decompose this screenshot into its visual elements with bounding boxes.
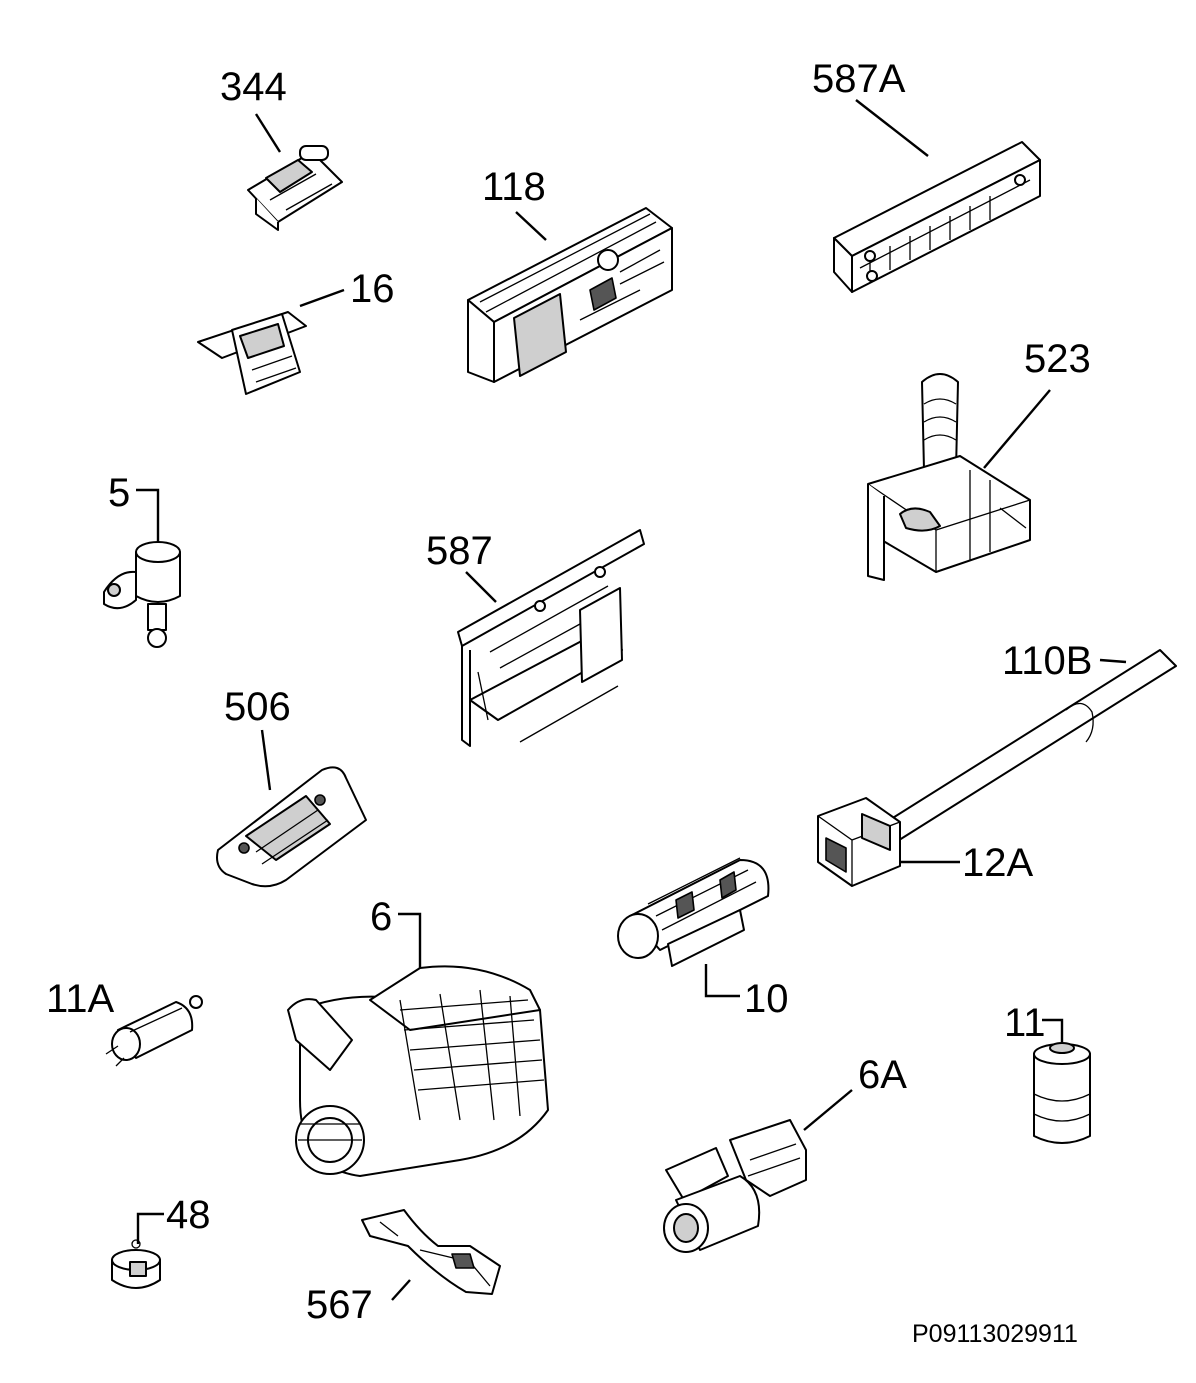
label-6A: 6A [858,1053,907,1097]
leader-587 [465,571,497,603]
part-10 [617,857,770,967]
label-118: 118 [482,165,546,209]
part-344 [247,145,343,231]
part-587 [457,529,645,747]
label-587: 587 [426,529,493,573]
part-5 [103,541,181,648]
part-6A [663,1119,807,1253]
leader-10 [704,964,740,998]
part-567 [361,1209,501,1295]
reference-code: P09113029911 [912,1320,1078,1348]
part-587A [833,141,1041,293]
part-118 [467,207,673,383]
label-587A: 587A [812,57,906,101]
label-11: 11 [1004,1001,1046,1045]
leader-344 [254,113,282,153]
part-12A [817,797,901,887]
label-48: 48 [166,1193,211,1237]
leader-523 [983,389,1051,469]
label-16: 16 [350,267,395,311]
label-523: 523 [1024,337,1091,381]
leader-11 [1042,1018,1064,1042]
leader-5 [136,488,160,542]
part-16 [197,311,307,395]
label-5: 5 [108,471,130,515]
label-567: 567 [306,1283,373,1327]
label-506: 506 [224,685,291,729]
leader-567 [391,1279,411,1301]
label-12A: 12A [962,841,1033,885]
label-110B: 110B [1002,639,1092,683]
leader-16 [299,288,345,308]
leader-587A [855,99,929,157]
part-48 [111,1239,161,1289]
label-11A: 11A [46,977,115,1021]
part-523 [867,373,1031,581]
leader-110B [1099,658,1127,664]
leader-6 [398,912,422,968]
leader-6A [803,1089,853,1131]
label-344: 344 [220,65,287,109]
part-11 [1033,1042,1091,1144]
part-506 [216,766,367,888]
part-11A [105,995,203,1067]
label-6: 6 [370,895,392,939]
label-10: 10 [744,977,789,1021]
leader-48 [136,1212,164,1244]
part-6 [287,965,549,1177]
leader-118 [515,211,547,241]
leader-506 [260,729,272,791]
